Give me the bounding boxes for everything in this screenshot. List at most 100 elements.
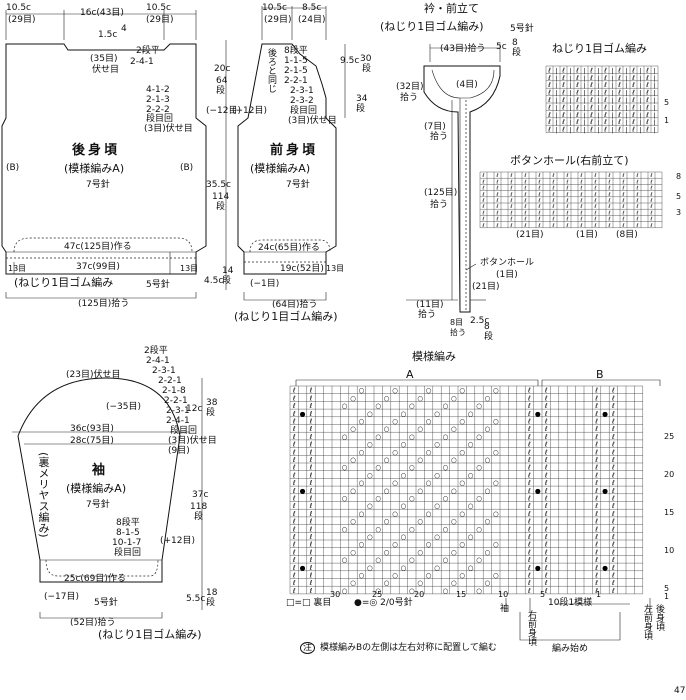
stitch-symbol: ℓ <box>635 173 638 179</box>
stitch-symbol: ○ <box>476 464 482 472</box>
stitch-symbol: ℓ <box>621 204 624 210</box>
stitch-symbol: ℓ <box>293 510 296 518</box>
stitch-symbol: ℓ <box>528 579 531 587</box>
stitch-symbol: ○ <box>476 587 482 595</box>
stitch-symbol: ○ <box>358 448 364 456</box>
stitch-symbol: ℓ <box>548 96 551 104</box>
stitch-symbol: ○ <box>468 410 474 418</box>
page-number: 47 <box>674 686 686 696</box>
sleeve-inc-3: 10-1-7 <box>112 538 142 548</box>
stitch-symbol: | <box>597 111 599 119</box>
stitch-symbol: ○ <box>493 510 499 518</box>
stitch-symbol: ℓ <box>593 210 596 216</box>
front-h-2: 64 <box>216 76 228 86</box>
stitch-symbol: ℓ <box>612 410 615 418</box>
stitch-symbol: ℓ <box>293 425 296 433</box>
collar-left-pick-2: 拾う <box>400 93 419 103</box>
stitch-symbol: ○ <box>476 556 482 564</box>
stitch-symbol: ℓ <box>618 96 621 104</box>
stitch-symbol: | <box>653 66 655 74</box>
stitch-symbol: ℓ <box>545 394 548 402</box>
stitch-symbol: ℓ <box>562 111 565 119</box>
stitch-symbol: ℓ <box>579 198 582 204</box>
stitch-symbol: ℓ <box>595 533 598 541</box>
stitch-symbol: ℓ <box>576 126 579 134</box>
stitch-symbol: ℓ <box>595 510 598 518</box>
stitch-symbol: | <box>569 103 571 111</box>
stitch-symbol: ℓ <box>528 464 531 472</box>
stitch-symbol: ℓ <box>604 126 607 134</box>
front-neck-3: 2-1-5 <box>284 66 308 76</box>
stitch-symbol: | <box>569 118 571 126</box>
stitch-symbol: | <box>639 81 641 89</box>
stitch-symbol: ℓ <box>548 89 551 97</box>
stitch-symbol: | <box>597 81 599 89</box>
back-rib-label: (ねじり1目ゴム編み <box>14 276 114 289</box>
stitch-symbol: ℓ <box>310 487 313 495</box>
stitch-symbol: | <box>639 66 641 74</box>
stitch-symbol: ○ <box>493 418 499 426</box>
stitch-symbol: ℓ <box>551 186 554 192</box>
stitch-symbol: ℓ <box>548 66 551 74</box>
stitch-symbol: ℓ <box>621 192 624 198</box>
stitch-symbol: | <box>555 81 557 89</box>
stitch-symbol: ℓ <box>607 198 610 204</box>
stitch-symbol: ℓ <box>649 173 652 179</box>
stitch-symbol: ℓ <box>293 441 296 449</box>
stitch-symbol: ○ <box>409 402 415 410</box>
stitch-symbol: ℓ <box>293 487 296 495</box>
stitch-symbol: ○ <box>451 394 457 402</box>
back-top-dim-center: 16c(43目) <box>80 8 124 18</box>
stitch-symbol: ℓ <box>293 564 296 572</box>
stitch-symbol: ℓ <box>537 217 540 223</box>
collar-long-pick-2: 拾う <box>430 200 449 210</box>
stitch-symbol: ℓ <box>590 74 593 82</box>
sleeve-piece-outline <box>12 377 203 619</box>
stitch-symbol: ℓ <box>632 118 635 126</box>
stitch-symbol: ○ <box>476 525 482 533</box>
stitch-symbol: ○ <box>442 402 448 410</box>
stitch-symbol: ℓ <box>612 495 615 503</box>
collar-twentyone: (21目) <box>472 282 500 292</box>
stitch-symbol: ℓ <box>562 126 565 134</box>
stitch-symbol: ℓ <box>576 96 579 104</box>
collar-top-rows-3: 段 <box>512 48 522 58</box>
stitch-symbol: ℓ <box>646 126 649 134</box>
stitch-symbol: ℓ <box>612 502 615 510</box>
stitch-symbol: ○ <box>468 564 474 572</box>
stitch-symbol: | <box>653 103 655 111</box>
collar-eleven-2: 拾う <box>418 310 437 320</box>
front-rib-label: (ねじり1目ゴム編み) <box>234 310 338 323</box>
back-rib-needle: 5号針 <box>146 280 170 290</box>
stitch-symbol: ℓ <box>621 217 624 223</box>
stitch-symbol: | <box>583 81 585 89</box>
stitch-symbol: ○ <box>417 456 423 464</box>
sleeve-cap-4: 2-2-1 <box>158 376 182 386</box>
collar-bottom-pick-1: 8目 <box>450 318 464 327</box>
stitch-symbol: ℓ <box>293 587 296 595</box>
collar-bottom-rows-2: 8 <box>484 322 490 332</box>
stitch-symbol: ℓ <box>310 387 313 395</box>
back-neck-2: 4 <box>121 24 127 34</box>
stitch-symbol: | <box>555 111 557 119</box>
stitch-symbol: ℓ <box>612 579 615 587</box>
stitch-symbol: | <box>597 118 599 126</box>
pattern-section-a: A <box>406 368 414 381</box>
stitch-symbol: ℓ <box>612 433 615 441</box>
front-right-neck-2: 2-3-2 <box>290 96 314 106</box>
stitch-symbol: ℓ <box>590 103 593 111</box>
stitch-symbol: ○ <box>459 510 465 518</box>
stitch-symbol: ○ <box>409 433 415 441</box>
stitch-symbol: ℓ <box>579 223 582 229</box>
stitch-symbol: ℓ <box>545 448 548 456</box>
front-right-dim-4: 34 <box>356 94 368 104</box>
stitch-symbol: ℓ <box>545 464 548 472</box>
stitch-symbol: ○ <box>426 510 432 518</box>
stitch-symbol: ℓ <box>576 103 579 111</box>
stitch-symbol: ℓ <box>621 186 624 192</box>
stitch-symbol: | <box>583 111 585 119</box>
stitch-symbol: ○ <box>484 487 490 495</box>
stitch-symbol: ℓ <box>545 587 548 595</box>
sleeve-cap-7: 2-3-1 <box>166 406 190 416</box>
